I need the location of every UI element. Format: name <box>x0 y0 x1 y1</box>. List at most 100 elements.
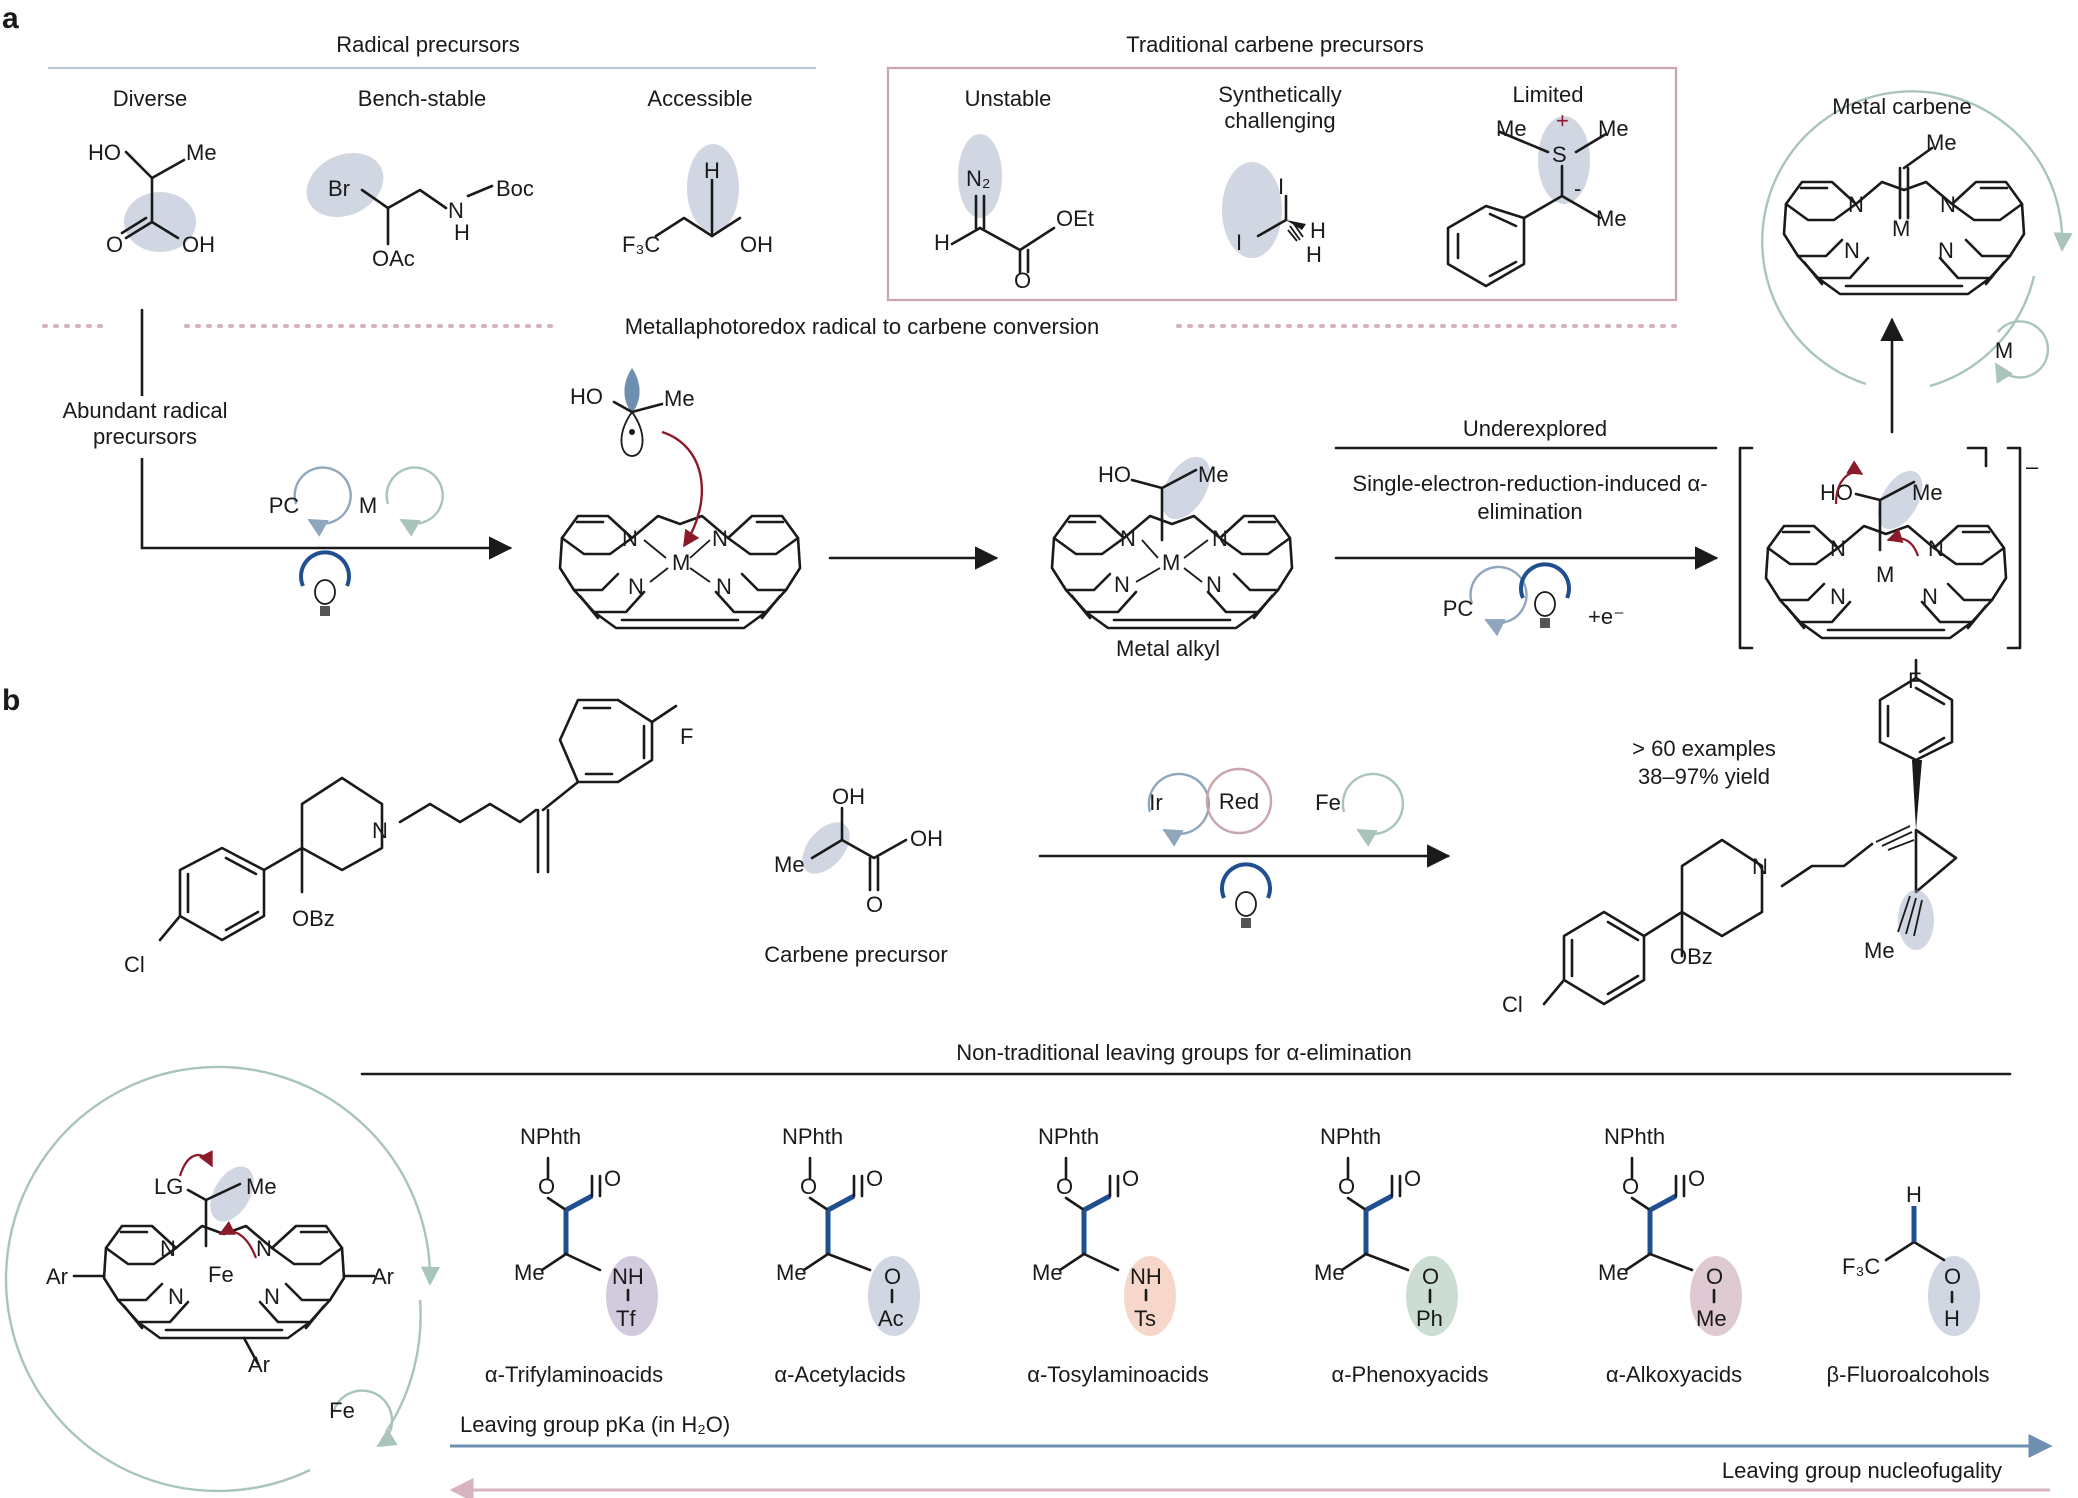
svg-text:Me: Me <box>1598 1260 1629 1285</box>
atom-minus: - <box>1574 176 1581 201</box>
atom-h: H <box>1306 242 1322 267</box>
svg-text:NH: NH <box>612 1264 644 1289</box>
atom-oh: OH <box>182 232 215 257</box>
atom-ar: Ar <box>372 1264 394 1289</box>
svg-text:Tf: Tf <box>616 1306 636 1331</box>
atom-me: Me <box>1496 116 1527 141</box>
label-limited: Limited <box>1513 82 1584 107</box>
atom-n2: N₂ <box>966 166 990 191</box>
electron-label: +e⁻ <box>1588 604 1625 629</box>
svg-text:M: M <box>1892 216 1910 241</box>
diiodomethane-structure: I I H H <box>1222 162 1326 267</box>
svg-text:M: M <box>1162 550 1180 575</box>
atom-br: Br <box>328 176 350 201</box>
svg-text:O: O <box>1338 1174 1355 1199</box>
tosylamino-acid-structure: NPhth O O Me NH Ts <box>1032 1124 1176 1336</box>
atom-oet: OEt <box>1056 206 1094 231</box>
light-bulb-icon <box>1519 562 1571 628</box>
svg-text:Cl: Cl <box>1502 992 1523 1017</box>
lactic-acid-structure: HO Me O OH <box>88 140 217 257</box>
svg-text:O: O <box>1706 1264 1723 1289</box>
svg-text:N: N <box>372 818 388 843</box>
svg-text:N: N <box>628 574 644 599</box>
svg-text:F: F <box>1908 668 1921 693</box>
starting-material-structure: N F Cl OBz <box>124 698 693 977</box>
svg-text:M: M <box>1876 562 1894 587</box>
fluoroalcohol-structure: H F₃C O H <box>1842 1182 1980 1336</box>
phenoxy-acid-structure: NPhth O O Me O Ph <box>1314 1124 1458 1336</box>
svg-text:N: N <box>1940 192 1956 217</box>
porphyrin-carbene: N N N N M <box>1782 146 2026 296</box>
anion-bracket: – <box>1738 446 2039 650</box>
radical-orbital: HO Me <box>570 368 704 548</box>
svg-text:H: H <box>1944 1306 1960 1331</box>
class-label-6: β-Fluoroalcohols <box>1826 1362 1989 1387</box>
svg-text:N: N <box>1206 572 1222 597</box>
svg-text:OH: OH <box>832 784 865 809</box>
pc-cycle: PC <box>269 466 352 537</box>
svg-text:O: O <box>1944 1264 1961 1289</box>
svg-text:Me: Me <box>1198 462 1229 487</box>
atom-me: Me <box>1596 206 1627 231</box>
svg-text:M: M <box>359 493 377 518</box>
svg-text:Me: Me <box>776 1260 807 1285</box>
svg-text:F: F <box>680 724 693 749</box>
panel-a-letter: a <box>2 2 19 35</box>
pc-cycle-2: PC <box>1443 565 1528 637</box>
svg-text:O: O <box>866 892 883 917</box>
reduction-label: Single-electron-reduction-induced α-elim… <box>1352 471 1707 524</box>
atom-o: O <box>1014 268 1031 293</box>
svg-text:Fe: Fe <box>1315 790 1341 815</box>
svg-text:NH: NH <box>1130 1264 1162 1289</box>
panel-b-letter: b <box>2 684 20 717</box>
svg-text:Red: Red <box>1219 789 1259 814</box>
svg-text:N: N <box>1114 572 1130 597</box>
svg-text:M: M <box>672 550 690 575</box>
svg-text:OBz: OBz <box>1670 944 1713 969</box>
bromo-acetate-structure: Br N H Boc OAc <box>306 152 534 271</box>
svg-text:Cl: Cl <box>124 952 145 977</box>
atom-h: H <box>704 158 720 183</box>
metal-alkyl-label: Metal alkyl <box>1116 636 1220 661</box>
atom-me: Me <box>1598 116 1629 141</box>
svg-text:Ph: Ph <box>1416 1306 1443 1331</box>
underexplored-label: Underexplored <box>1463 416 1607 441</box>
ntlg-title: Non-traditional leaving groups for α-eli… <box>956 1040 1411 1065</box>
svg-text:O: O <box>604 1166 621 1191</box>
svg-text:O: O <box>1688 1166 1705 1191</box>
traditional-precursors-title: Traditional carbene precursors <box>1126 32 1424 57</box>
svg-text:NPhth: NPhth <box>1320 1124 1381 1149</box>
svg-text:Me: Me <box>1032 1260 1063 1285</box>
svg-text:OBz: OBz <box>292 906 335 931</box>
svg-text:O: O <box>800 1174 817 1199</box>
light-bulb-icon <box>1220 862 1272 928</box>
abundant-label: Abundant radical precursors <box>62 398 227 449</box>
abundant-label-bg <box>36 396 254 458</box>
class-label-1: α-Trifylaminoacids <box>485 1362 663 1387</box>
atom-ho: HO <box>88 140 121 165</box>
svg-text:O: O <box>538 1174 555 1199</box>
svg-text:N: N <box>716 574 732 599</box>
svg-text:OH: OH <box>910 826 943 851</box>
svg-text:Me: Me <box>1696 1306 1727 1331</box>
svg-text:NPhth: NPhth <box>1038 1124 1099 1149</box>
svg-text:N: N <box>1928 536 1944 561</box>
metal-alkyl-ligand: HO Me <box>1098 456 1229 542</box>
atom-ar: Ar <box>248 1352 270 1377</box>
svg-text:NPhth: NPhth <box>1604 1124 1665 1149</box>
svg-text:–: – <box>2026 454 2039 479</box>
atom-ar: Ar <box>46 1264 68 1289</box>
svg-text:Me: Me <box>514 1260 545 1285</box>
svg-text:PC: PC <box>269 493 300 518</box>
svg-text:LG: LG <box>154 1174 183 1199</box>
atom-boc: Boc <box>496 176 534 201</box>
anion-ligand: HO Me <box>1820 460 1943 557</box>
m-cycle: M <box>359 466 444 537</box>
atom-oac: OAc <box>372 246 415 271</box>
atom-h: H <box>934 230 950 255</box>
label-unstable: Unstable <box>965 86 1052 111</box>
svg-text:O: O <box>1404 1166 1421 1191</box>
svg-text:M: M <box>1995 338 2013 363</box>
pka-label: Leaving group pKa (in H₂O) <box>460 1412 730 1437</box>
